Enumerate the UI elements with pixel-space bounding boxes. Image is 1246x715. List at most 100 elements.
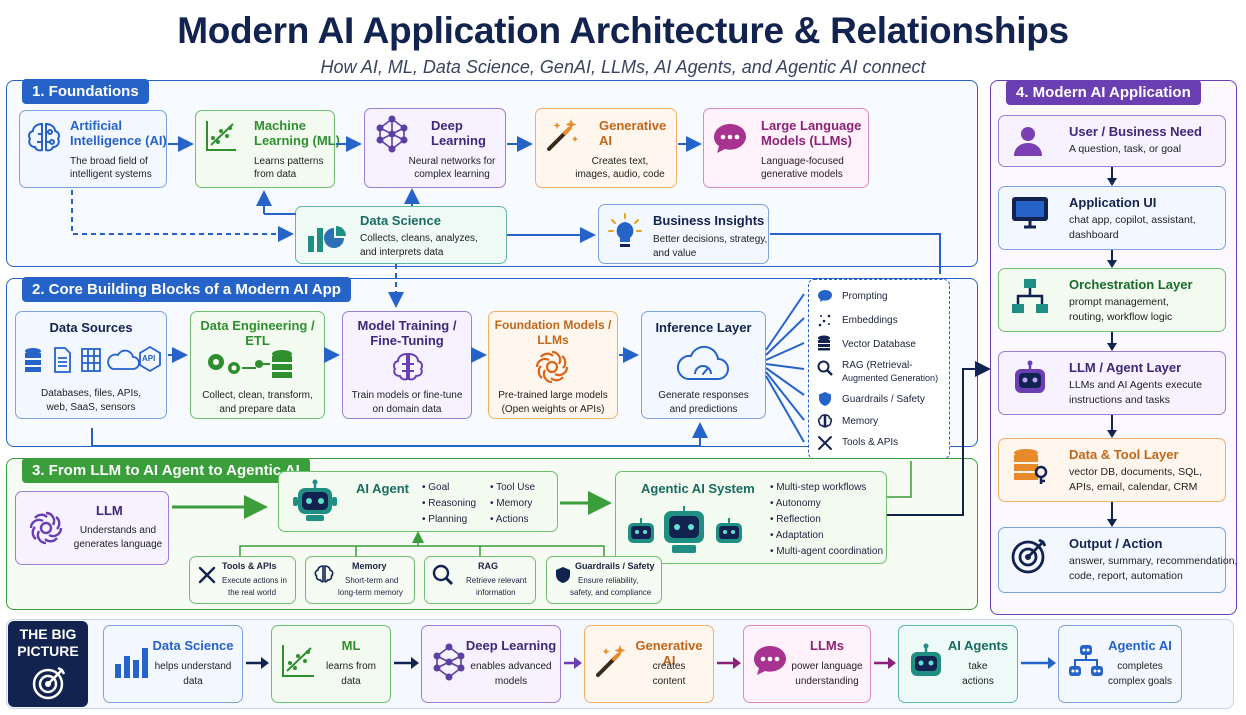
app-flow-arrow (1107, 415, 1117, 438)
fm-desc-2: (Open weights or APIs) (501, 404, 605, 415)
robot-team-icon (624, 503, 750, 560)
agent-cap-planning: • Planning (422, 514, 468, 525)
sources-desc-1: Databases, files, APIs, (40, 388, 142, 399)
big-item-title: LLMs (810, 638, 844, 653)
section-app-label: 4. Modern AI Application (1006, 80, 1201, 105)
robot-icon (906, 642, 946, 687)
capability-tools-apis: Tools & APIs (842, 437, 899, 448)
target-icon (30, 664, 68, 707)
genai-title-1: Generative (599, 118, 667, 133)
sub-tools-desc-1: Execute actions in (222, 576, 287, 585)
dl-desc-1: Neural networks for (408, 156, 496, 167)
app-layer-title: Orchestration Layer (1069, 277, 1193, 292)
lightbulb-icon (607, 212, 643, 257)
app-layer-title: Application UI (1069, 195, 1157, 210)
big-item-title: Generative AI (635, 638, 703, 668)
big-item-desc-1: power language (791, 661, 863, 672)
big-item-desc-2: complex goals (1108, 676, 1172, 687)
robot-icon (1010, 359, 1050, 404)
big-picture-arrow (874, 657, 896, 669)
user-icon (1010, 123, 1046, 164)
ml-title-1: Machine (254, 118, 307, 133)
inf-title: Inference Layer (655, 320, 752, 335)
card-generative-ai (535, 108, 677, 188)
dl-title-1: Deep (431, 118, 463, 133)
app-layer-card (998, 527, 1226, 593)
magnifier-icon (817, 360, 833, 381)
sub-memory-desc-2: long-term memory (338, 588, 403, 597)
app-layer-title: Output / Action (1069, 536, 1163, 551)
ai-desc-2: intelligent systems (70, 169, 152, 180)
agentic-item-2: • Reflection (770, 514, 821, 525)
app-layer-card (998, 268, 1226, 332)
monitor-icon (1010, 194, 1050, 235)
ai-title-1: Artificial (70, 118, 123, 133)
big-picture-label-2: PICTURE (17, 643, 79, 659)
chat-bubble-icon (711, 120, 749, 163)
capability-guardrails: Guardrails / Safety (842, 394, 925, 405)
scatter-chart-icon (203, 118, 239, 159)
card-agentic-ai-system (615, 471, 887, 564)
sub-rag-title: RAG (478, 561, 498, 571)
big-picture-item (584, 625, 714, 703)
big-item-title: ML (341, 638, 361, 653)
agent-cap-actions: • Actions (490, 514, 529, 525)
bar-chart-icon (111, 642, 149, 685)
ai-desc-1: The broad field of (70, 156, 148, 167)
target-icon (1010, 535, 1050, 580)
s3-llm-desc-1: Understands and (79, 525, 157, 536)
brain-icon (313, 564, 335, 589)
sub-rag-desc-1: Retrieve relevant (466, 576, 527, 585)
big-item-title: AI Agents (947, 638, 1009, 653)
app-flow-arrow (1107, 167, 1117, 186)
llm-desc-2: generative models (761, 169, 843, 180)
sub-memory-title: Memory (352, 561, 387, 571)
bi-title: Business Insights (653, 213, 765, 228)
magnifier-icon (432, 564, 454, 591)
robot-team-icon (1066, 642, 1106, 687)
dl-desc-2: complex learning (414, 169, 490, 180)
app-layer-desc-2: APIs, email, calendar, CRM (1069, 481, 1198, 493)
train-title-1: Model Training / (357, 318, 457, 333)
big-picture-arrow (246, 657, 269, 669)
big-picture-arrow (717, 657, 741, 669)
big-item-desc-1: completes (1117, 661, 1163, 672)
big-item-desc-2: actions (962, 676, 994, 687)
magic-wand-icon (543, 116, 581, 159)
train-desc-2: on domain data (372, 404, 442, 415)
database-icon (817, 335, 831, 356)
neural-network-icon (429, 642, 469, 687)
agentic-item-0: • Multi-step workflows (770, 482, 867, 493)
capability-prompting: Prompting (842, 291, 888, 302)
card-large-language-models (703, 108, 869, 188)
big-item-desc-1: creates (652, 661, 686, 672)
capability-vector-database: Vector Database (842, 339, 916, 350)
page-subtitle: How AI, ML, Data Science, GenAI, LLMs, A… (320, 57, 926, 77)
big-item-desc-1: enables advanced (470, 661, 552, 672)
flowchart-icon (1010, 276, 1050, 321)
app-layer-desc-2: dashboard (1069, 229, 1119, 241)
section-foundations-label: 1. Foundations (22, 79, 149, 104)
train-title-2: Fine-Tuning (370, 333, 444, 348)
capability-memory: Memory (842, 416, 879, 427)
ds-title: Data Science (360, 213, 441, 228)
big-item-desc-2: models (494, 676, 528, 687)
card-foundation-models (488, 311, 618, 419)
prompt-icon (817, 289, 833, 308)
capability-embeddings: Embeddings (842, 315, 898, 326)
magic-wand-icon (592, 642, 630, 685)
knot-logo-icon (28, 510, 64, 551)
fm-title-2: LLMs (537, 333, 569, 347)
sub-tools-desc-2: the real world (228, 588, 277, 597)
app-layer-card (998, 115, 1226, 167)
big-item-title: Deep Learning (465, 638, 557, 653)
app-layer-desc-2: instructions and tasks (1069, 394, 1170, 406)
big-item-desc-2: content (652, 676, 686, 687)
big-item-desc-1: learns from (325, 661, 376, 672)
sources-desc-2: web, SaaS, sensors (46, 402, 136, 413)
big-item-desc-2: understanding (795, 676, 859, 687)
sub-guardrails-desc-1: Ensure reliability, (578, 576, 639, 585)
app-layer-title: Data & Tool Layer (1069, 447, 1179, 462)
dl-title-2: Learning (431, 133, 486, 148)
genai-desc-1: Creates text, (591, 156, 649, 167)
